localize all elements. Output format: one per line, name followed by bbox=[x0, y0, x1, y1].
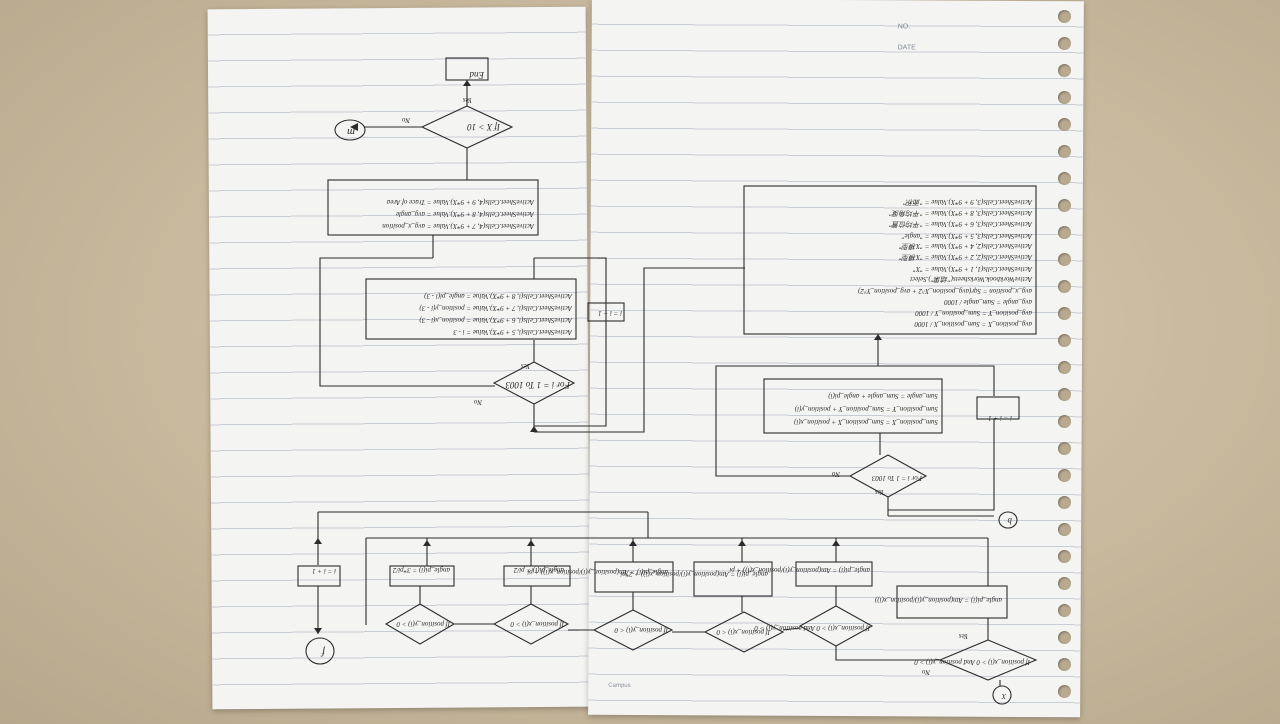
for-loop-diamond-right bbox=[848, 454, 928, 498]
flow-line bbox=[877, 334, 995, 396]
binder-hole bbox=[1058, 226, 1071, 239]
bottom-decision-diamond bbox=[938, 639, 1038, 681]
bottom-action-box bbox=[594, 561, 674, 593]
decision-x-diamond bbox=[420, 105, 514, 149]
for-loop-diamond bbox=[492, 361, 576, 405]
binder-hole bbox=[1058, 118, 1071, 131]
binder-hole bbox=[1058, 334, 1071, 347]
bottom-action-box bbox=[795, 561, 873, 587]
arrow-head bbox=[530, 426, 538, 432]
binder-hole bbox=[1058, 253, 1071, 266]
arrow-head bbox=[314, 628, 322, 634]
bottom-increment-box bbox=[297, 565, 341, 587]
arrow-head bbox=[874, 334, 882, 340]
arrow-head bbox=[314, 538, 322, 544]
binder-hole bbox=[1058, 631, 1071, 644]
bottom-action-box bbox=[503, 565, 571, 587]
bottom-action-box bbox=[693, 561, 773, 597]
connect-line bbox=[534, 267, 745, 433]
binder-hole bbox=[1058, 37, 1071, 50]
binder-hole bbox=[1058, 172, 1071, 185]
loop-line bbox=[715, 365, 878, 477]
loop-back-line bbox=[888, 419, 995, 511]
binder-hole bbox=[1058, 523, 1071, 536]
bottom-decision-diamond bbox=[492, 603, 570, 645]
arrow-head bbox=[629, 540, 637, 546]
binder-hole bbox=[1058, 145, 1071, 158]
binder-hole bbox=[1058, 64, 1071, 77]
increment-box bbox=[587, 302, 625, 322]
sum-box bbox=[763, 378, 943, 434]
binder-hole bbox=[1058, 604, 1071, 617]
loop-body-box bbox=[365, 278, 577, 340]
arrow-head bbox=[738, 540, 746, 546]
binder-hole bbox=[1058, 469, 1071, 482]
arrow-head bbox=[423, 540, 431, 546]
bottom-decision-diamond bbox=[384, 603, 456, 645]
binder-hole bbox=[1058, 658, 1071, 671]
flow-line bbox=[835, 646, 940, 661]
binder-hole bbox=[1058, 388, 1071, 401]
loop-back-line bbox=[533, 257, 607, 427]
summary-box bbox=[327, 179, 539, 236]
binder-hole bbox=[1058, 361, 1071, 374]
binder-hole bbox=[1058, 91, 1071, 104]
off-page-connector-b bbox=[998, 511, 1018, 529]
increment-box-right bbox=[976, 396, 1020, 420]
binder-hole bbox=[1058, 307, 1071, 320]
loop-line bbox=[319, 257, 495, 387]
binder-hole bbox=[1058, 685, 1071, 698]
binder-hole bbox=[1058, 496, 1071, 509]
binder-hole bbox=[1058, 199, 1071, 212]
bottom-decision-diamond bbox=[703, 611, 785, 653]
arrow-head bbox=[832, 540, 840, 546]
binder-hole bbox=[1058, 280, 1071, 293]
bottom-action-box bbox=[389, 565, 455, 587]
binder-hole bbox=[1058, 415, 1071, 428]
binder-hole bbox=[1058, 442, 1071, 455]
off-page-connector-m bbox=[334, 119, 366, 141]
arrow-head bbox=[463, 80, 471, 86]
arrow-head bbox=[350, 123, 358, 131]
bottom-decision-diamond bbox=[798, 605, 874, 647]
results-box bbox=[743, 185, 1037, 335]
end-box bbox=[445, 57, 489, 81]
binder-hole bbox=[1058, 577, 1071, 590]
off-page-connector-f bbox=[305, 637, 335, 665]
bottom-action-box bbox=[896, 585, 1008, 619]
off-page-connector-x bbox=[992, 685, 1012, 705]
arrow-head bbox=[527, 540, 535, 546]
binder-hole bbox=[1058, 550, 1071, 563]
flow-line bbox=[782, 627, 801, 631]
bottom-decision-diamond bbox=[592, 609, 674, 651]
binder-hole bbox=[1058, 10, 1071, 23]
